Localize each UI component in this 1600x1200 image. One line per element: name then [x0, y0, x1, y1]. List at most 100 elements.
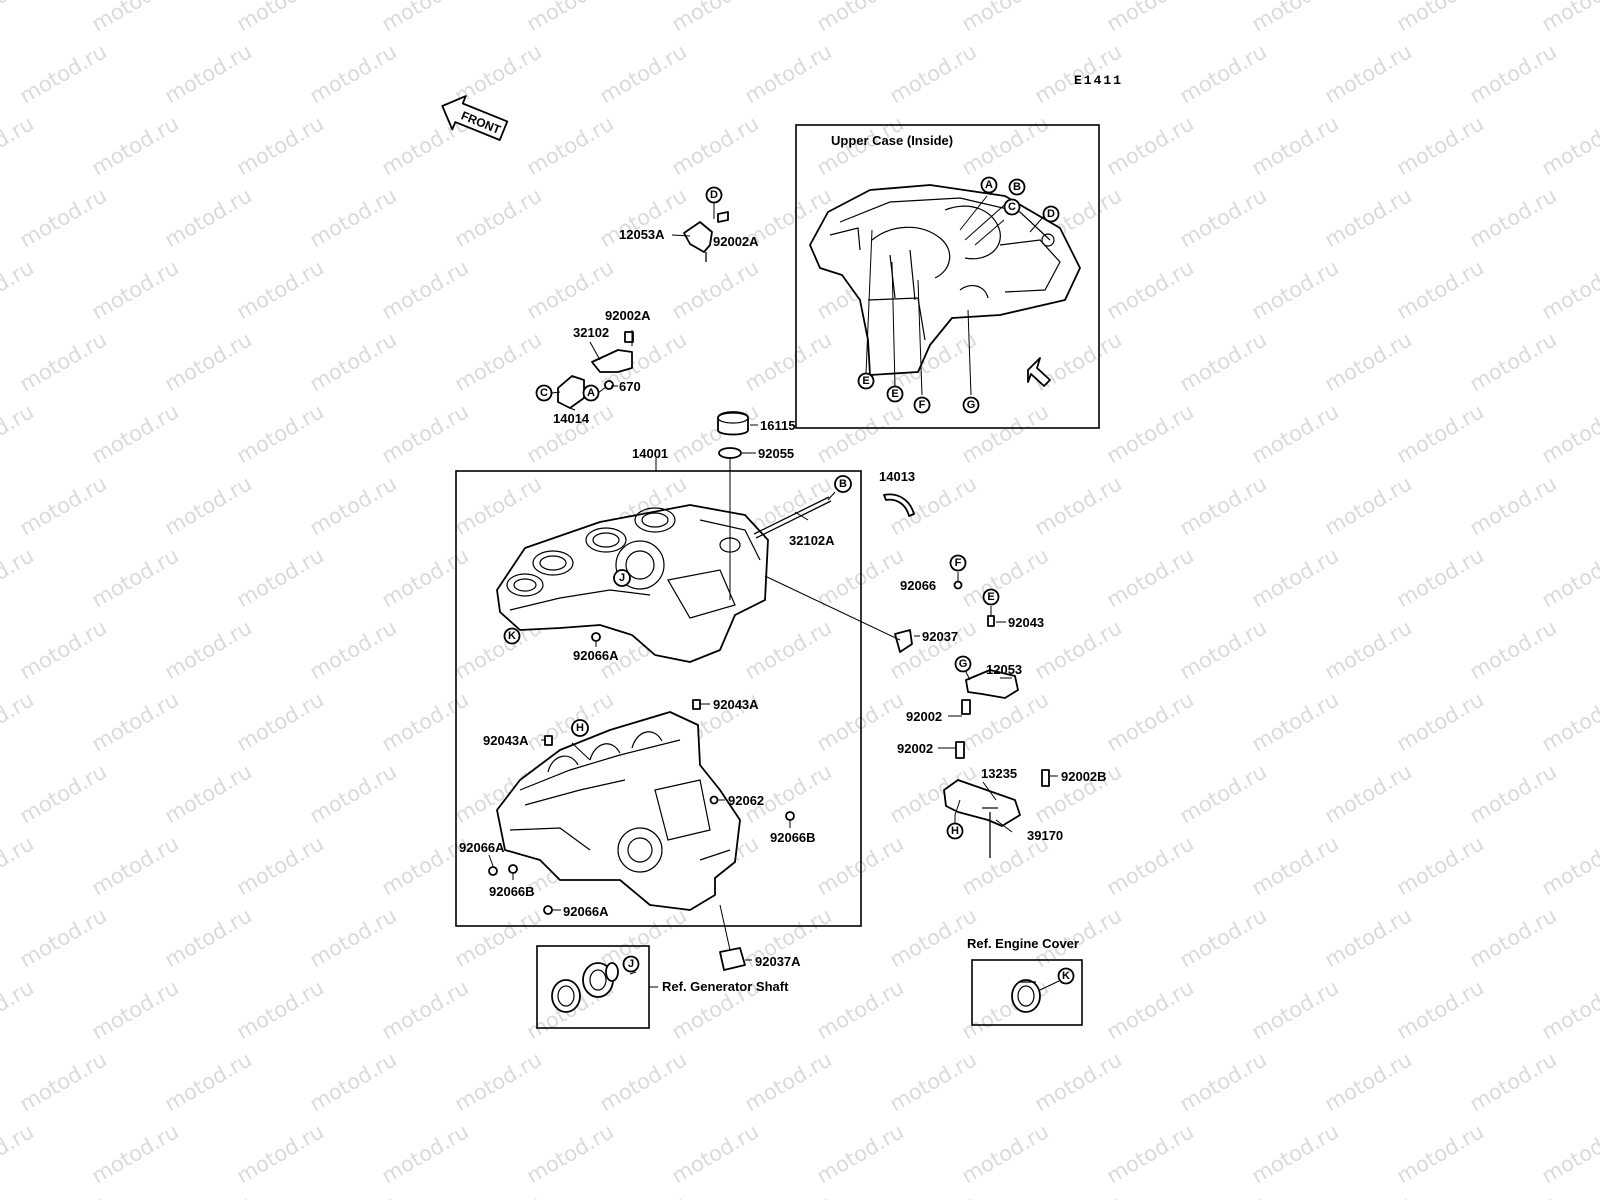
- part-12053A-drawing: [683, 211, 729, 262]
- svg-text:H: H: [951, 825, 959, 837]
- part-92002-bolt-lower-drawing: [955, 741, 965, 759]
- part-92037A-drawing: [719, 947, 746, 971]
- svg-text:K: K: [508, 630, 516, 642]
- label-92002-upper: 92002: [906, 709, 942, 724]
- watermark-text: motod.ru: [668, 111, 763, 180]
- part-32102-drawing: [557, 331, 634, 409]
- watermark-text: motod.ru: [161, 903, 256, 972]
- watermark-text: motod.ru: [668, 1119, 763, 1188]
- label-92002A-mid: 92002A: [605, 308, 651, 323]
- watermark-text: motod.ru: [0, 687, 38, 756]
- watermark-text: motod.ru: [161, 327, 256, 396]
- watermark-text: motod.ru: [88, 543, 183, 612]
- watermark-text: motod.ru: [668, 0, 763, 36]
- part-92066A-left-drawing: [488, 866, 498, 876]
- svg-text:E: E: [987, 591, 994, 603]
- part-92002-bolt-drawing: [961, 699, 971, 715]
- watermark-text: motod.ru: [306, 1047, 401, 1116]
- label-92062: 92062: [728, 793, 764, 808]
- watermark-text: motod.ru: [741, 327, 836, 396]
- ref-circle-D-upper: D: [1042, 205, 1060, 223]
- part-32102A-drawing: [753, 496, 832, 539]
- watermark-text: motod.ru: [88, 111, 183, 180]
- watermark-text: motod.ru: [1176, 615, 1271, 684]
- watermark-text: motod.ru: [813, 1119, 908, 1188]
- watermark-text: motod.ru: [16, 1047, 111, 1116]
- watermark-text: motod.ru: [306, 471, 401, 540]
- watermark-text: motod.ru: [451, 183, 546, 252]
- ref-circle-E-right: E: [982, 588, 1000, 606]
- label-92037: 92037: [922, 629, 958, 644]
- watermark-text: motod.ru: [1248, 111, 1343, 180]
- part-13235-drawing: [943, 769, 1050, 858]
- watermark-text: motod.ru: [161, 1047, 256, 1116]
- watermark-text: motod.ru: [1103, 975, 1198, 1044]
- svg-text:K: K: [1062, 970, 1070, 982]
- watermark-text: motod.ru: [88, 831, 183, 900]
- svg-text:J: J: [628, 958, 634, 970]
- label-92043A-left: 92043A: [483, 733, 529, 748]
- watermark-text: motod.ru: [1538, 975, 1600, 1044]
- watermark-text: motod.ru: [741, 1191, 836, 1200]
- watermark-text: motod.ru: [1538, 399, 1600, 468]
- watermark-text: motod.ru: [1176, 183, 1271, 252]
- part-92043A-right-drawing: [692, 699, 701, 710]
- label-14014: 14014: [553, 411, 590, 426]
- watermark-text: motod.ru: [0, 831, 38, 900]
- watermark-text: motod.ru: [1321, 183, 1416, 252]
- watermark-text: motod.ru: [1103, 1119, 1198, 1188]
- watermark-text: motod.ru: [451, 903, 546, 972]
- watermark-text: motod.ru: [523, 399, 618, 468]
- watermark-text: motod.ru: [886, 1047, 981, 1116]
- watermark-text: motod.ru: [306, 327, 401, 396]
- watermark-text: motod.ru: [1393, 255, 1488, 324]
- watermark-text: motod.ru: [1466, 1191, 1561, 1200]
- watermark-text: motod.ru: [1176, 327, 1271, 396]
- svg-text:B: B: [1013, 181, 1021, 193]
- ref-engine-cover-caption: Ref. Engine Cover: [967, 936, 1079, 951]
- label-92066A-bottom: 92066A: [563, 904, 609, 919]
- watermark-text: motod.ru: [1538, 543, 1600, 612]
- svg-text:F: F: [955, 557, 962, 569]
- part-92037-drawing: [894, 629, 913, 653]
- watermark-text: motod.ru: [16, 471, 111, 540]
- part-92066A-bottom-drawing: [543, 905, 553, 915]
- watermark-text: motod.ru: [0, 975, 38, 1044]
- watermark-text: motod.ru: [886, 39, 981, 108]
- watermark-text: motod.ru: [233, 0, 328, 36]
- watermark-text: motod.ru: [451, 471, 546, 540]
- ref-circle-G-upper: G: [962, 396, 980, 414]
- watermark-text: motod.ru: [233, 543, 328, 612]
- ref-circle-K-case: K: [503, 627, 521, 645]
- svg-text:A: A: [985, 179, 993, 191]
- watermark-text: motod.ru: [1031, 1191, 1126, 1200]
- watermark-text: motod.ru: [378, 1119, 473, 1188]
- watermark-text: motod.ru: [523, 0, 618, 36]
- watermark-text: motod.ru: [1103, 543, 1198, 612]
- watermark-text: motod.ru: [1393, 111, 1488, 180]
- label-92037A: 92037A: [755, 954, 801, 969]
- part-92043-drawing: [987, 615, 995, 627]
- watermark-text: motod.ru: [1176, 903, 1271, 972]
- label-92002A-top: 92002A: [713, 234, 759, 249]
- label-92002-lower: 92002: [897, 741, 933, 756]
- watermark-text: motod.ru: [1103, 687, 1198, 756]
- svg-text:J: J: [619, 572, 625, 584]
- watermark-text: motod.ru: [1176, 39, 1271, 108]
- ref-circle-G-right: G: [954, 655, 972, 673]
- watermark-text: motod.ru: [741, 39, 836, 108]
- watermark-text: motod.ru: [1248, 687, 1343, 756]
- watermark-text: motod.ru: [1393, 0, 1488, 36]
- watermark-text: motod.ru: [886, 1191, 981, 1200]
- watermark-text: motod.ru: [451, 1047, 546, 1116]
- watermark-text: motod.ru: [1248, 255, 1343, 324]
- watermark-text: motod.ru: [741, 615, 836, 684]
- lower-crankcase-drawing: [496, 711, 741, 911]
- ref-circle-K-cover: K: [1057, 967, 1075, 985]
- svg-text:G: G: [959, 658, 968, 670]
- watermark-text: motod.ru: [451, 327, 546, 396]
- watermark-text: motod.ru: [1538, 1119, 1600, 1188]
- label-92043: 92043: [1008, 615, 1044, 630]
- watermark-text: motod.ru: [16, 615, 111, 684]
